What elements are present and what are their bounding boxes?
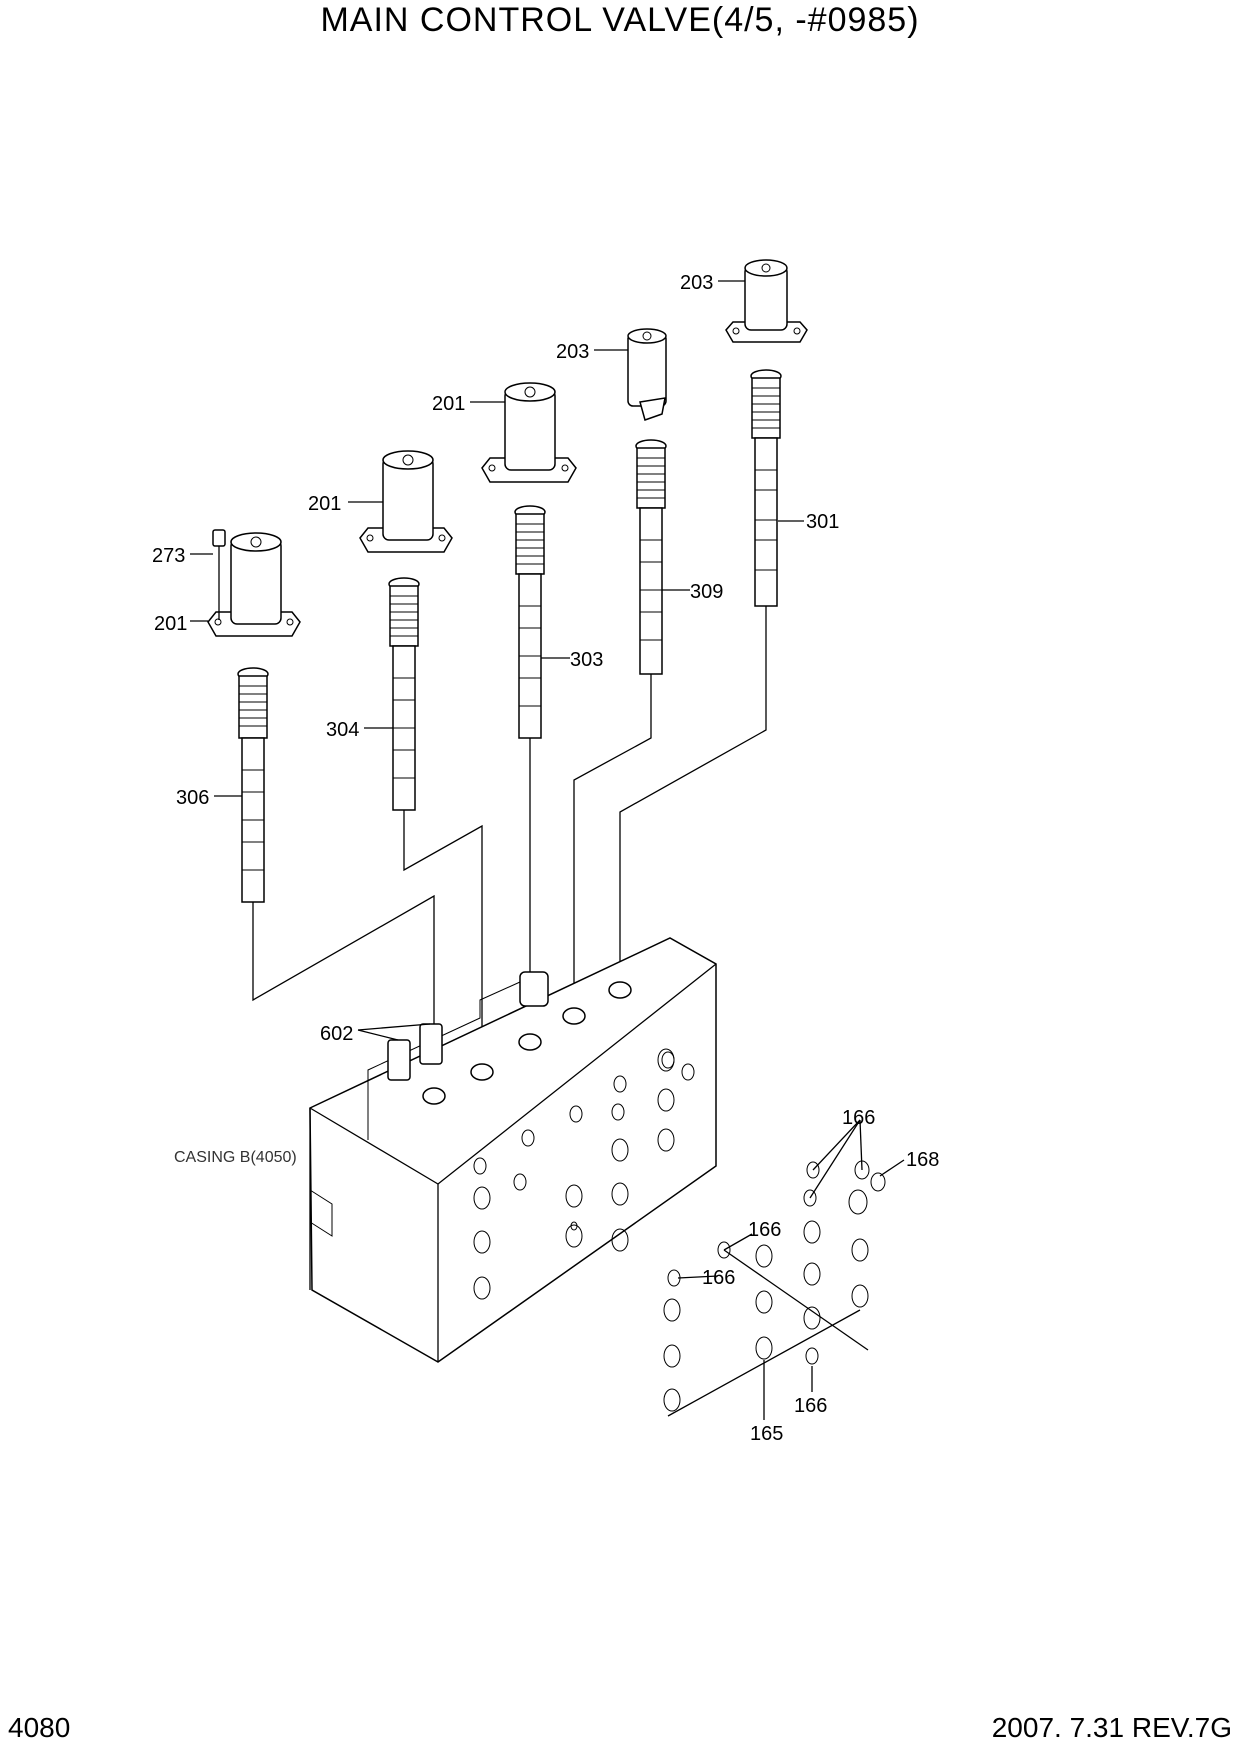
- spool-306: [237, 667, 269, 903]
- bolt-273: [212, 529, 226, 620]
- label-306: 306: [176, 787, 209, 809]
- casing-block: [309, 937, 717, 1363]
- spool-304: [388, 577, 420, 811]
- cover-203-right: [725, 259, 808, 343]
- label-303: 303: [570, 649, 603, 671]
- label-273: 273: [152, 545, 185, 567]
- label-casing: CASING B(4050): [174, 1149, 297, 1166]
- revision-date: 2007. 7.31 REV.7G: [991, 1712, 1232, 1743]
- label-201-middle: 201: [308, 493, 341, 515]
- label-168: 168: [906, 1149, 939, 1171]
- label-309: 309: [690, 581, 723, 603]
- label-166-top: 166: [842, 1107, 875, 1129]
- leader-lines: [190, 280, 905, 1420]
- label-166-mid: 166: [748, 1219, 781, 1241]
- label-203-right: 203: [680, 272, 713, 294]
- spool-309: [635, 439, 667, 675]
- label-203-left: 203: [556, 341, 589, 363]
- label-602: 602: [320, 1023, 353, 1045]
- label-166-bottom: 166: [794, 1395, 827, 1417]
- label-304: 304: [326, 719, 359, 741]
- page-number: 4080: [8, 1712, 71, 1743]
- spool-303: [514, 505, 546, 739]
- cover-203-left: [627, 328, 667, 421]
- spool-301: [750, 369, 782, 607]
- diagram-title: MAIN CONTROL VALVE(4/5, -#0985): [320, 1, 920, 39]
- o-rings: [663, 1160, 886, 1412]
- label-165: 165: [750, 1423, 783, 1445]
- cover-201-left: [207, 532, 301, 637]
- label-201-left: 201: [154, 613, 187, 635]
- cover-201-top: [481, 382, 577, 483]
- cover-201-middle: [359, 450, 453, 553]
- label-201-top: 201: [432, 393, 465, 415]
- label-166-left: 166: [702, 1267, 735, 1289]
- label-301: 301: [806, 511, 839, 533]
